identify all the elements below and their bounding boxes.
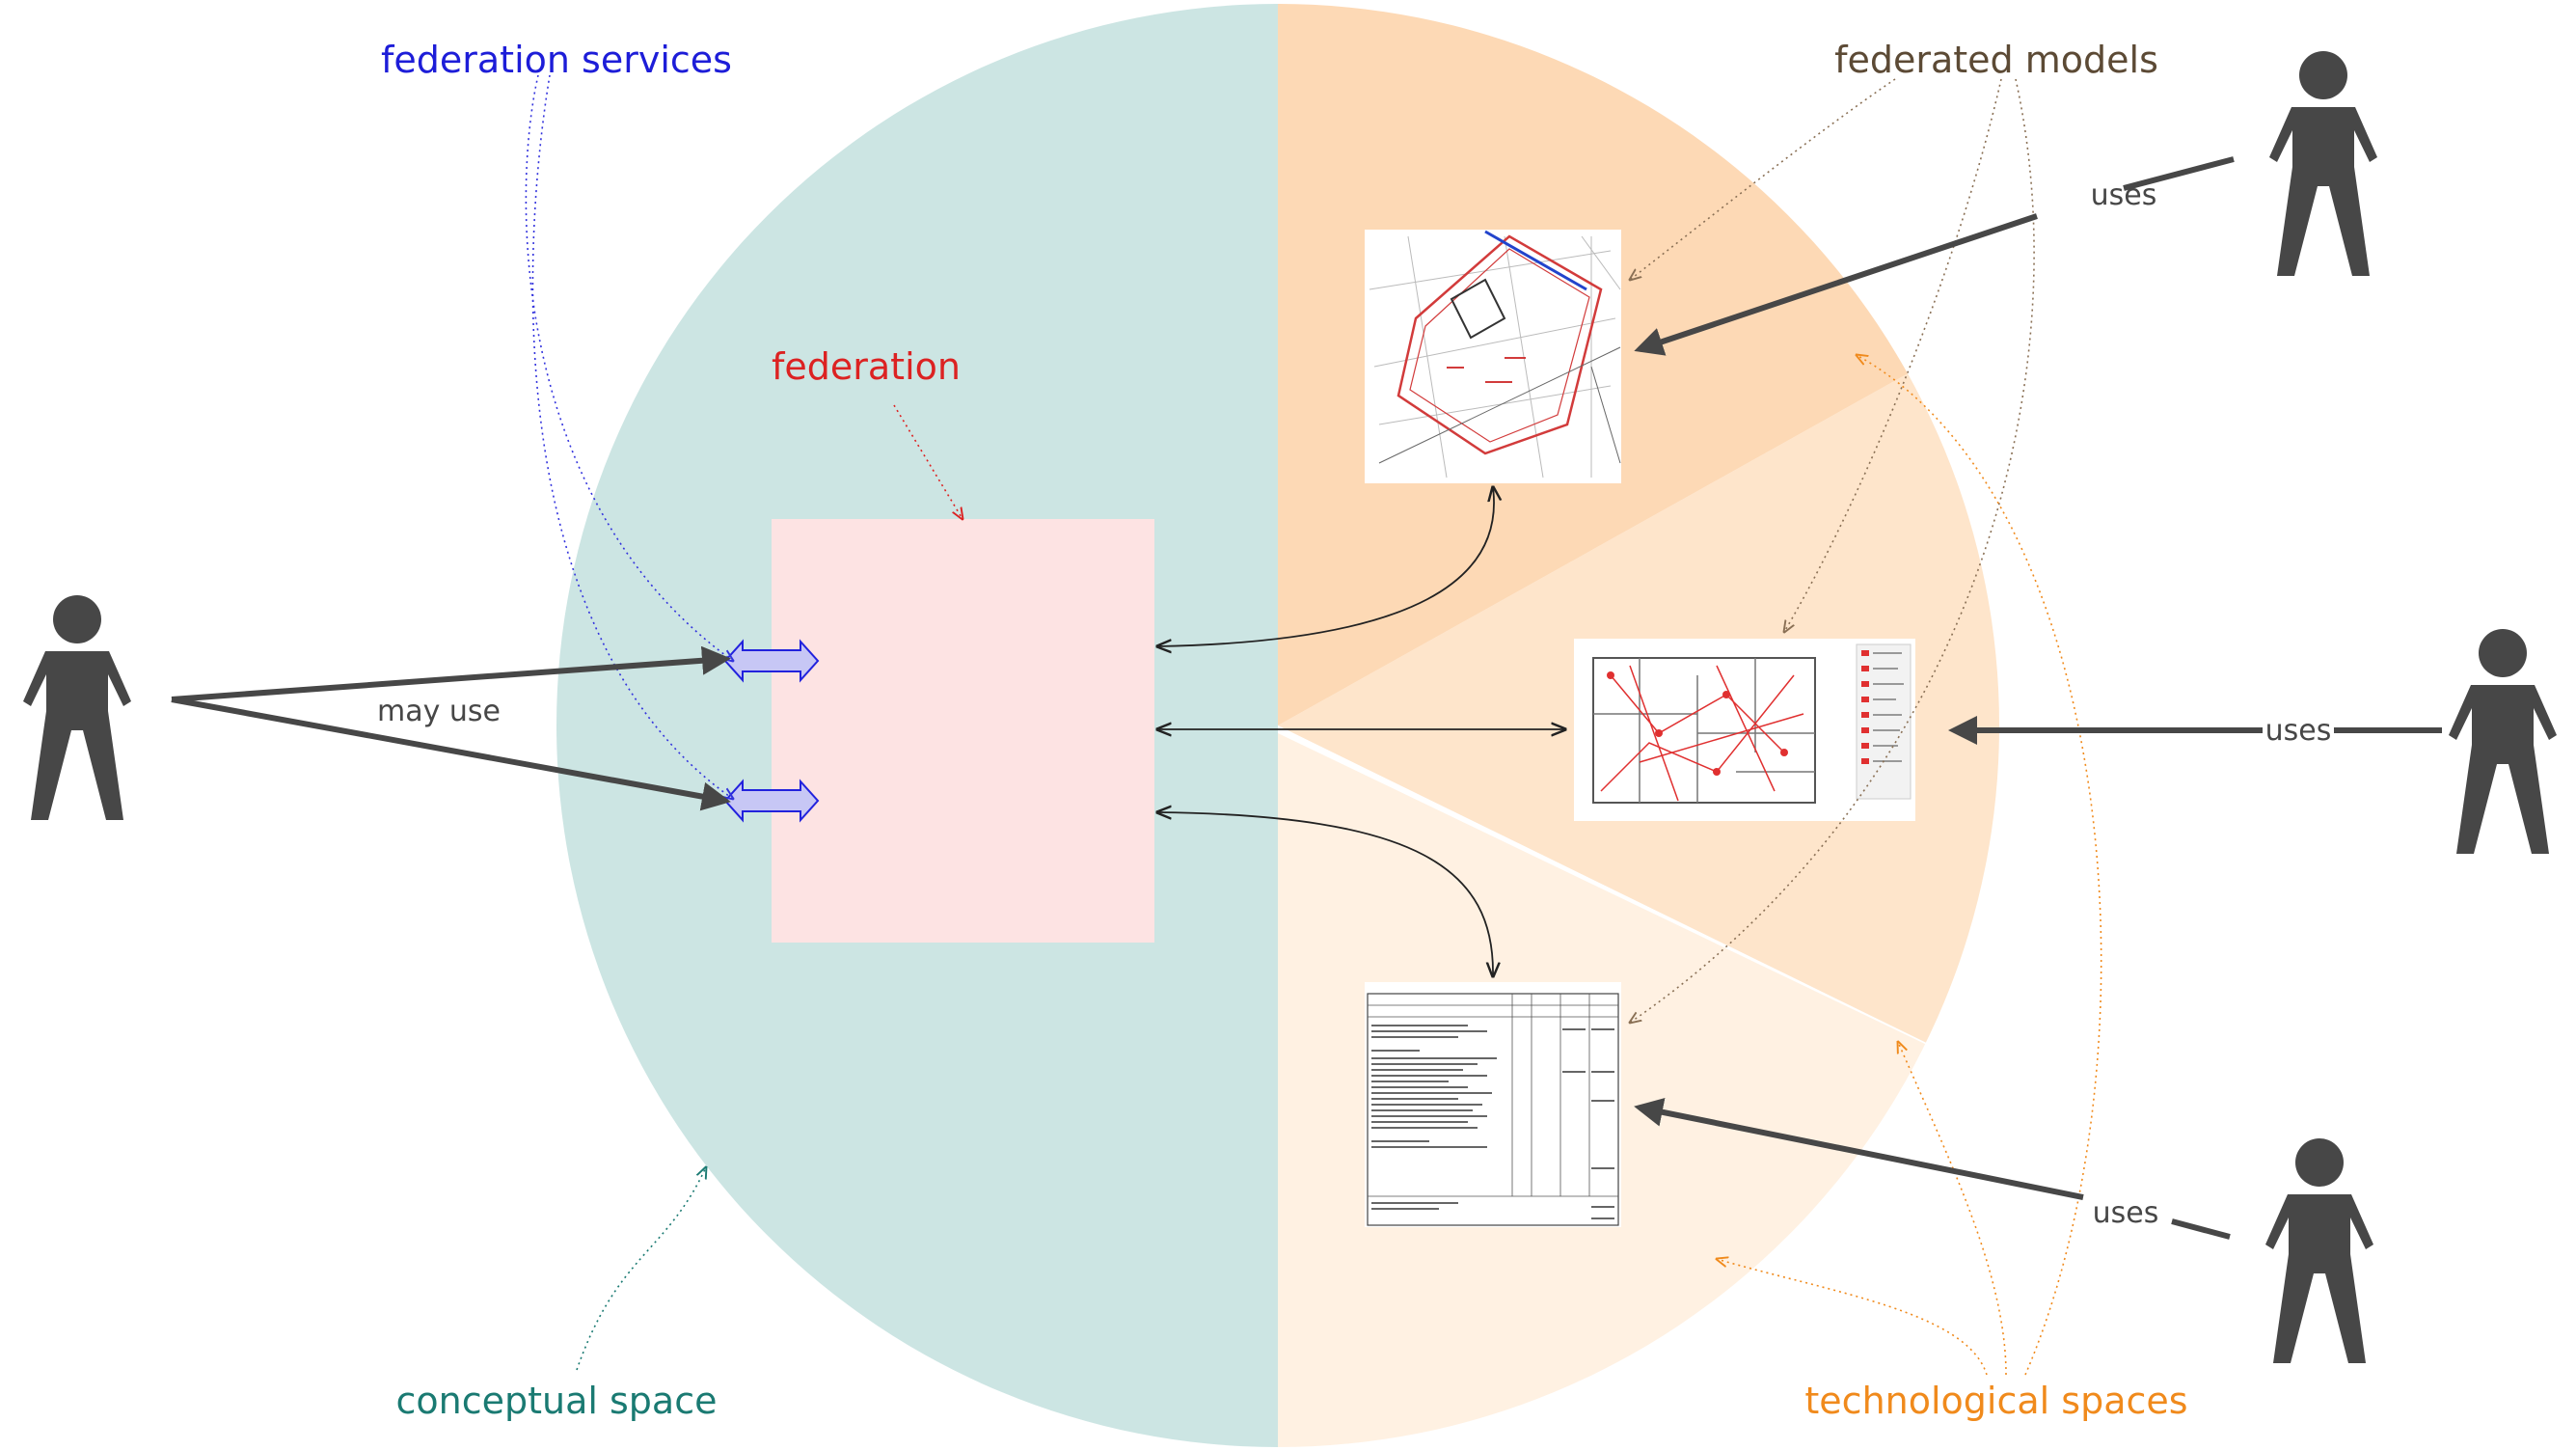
cost-estimate-document[interactable]: [1365, 982, 1621, 1227]
federated-models-pointer: [1630, 78, 1896, 280]
federated-models-label: federated models: [1834, 39, 2158, 81]
double-arrow-icon[interactable]: [723, 639, 820, 683]
technological-spaces-pointer: [1717, 1259, 1988, 1376]
technological-spaces-label: technological spaces: [1804, 1380, 2187, 1422]
uses-label-middle: uses: [2265, 714, 2332, 748]
federation-services-label: federation services: [381, 39, 732, 81]
technological-spaces-pointer: [1898, 1042, 2007, 1376]
uses-label-top: uses: [2091, 178, 2157, 212]
federation-label: federation: [772, 345, 961, 388]
may-use-label: may use: [377, 695, 501, 728]
federation-pointer: [893, 404, 963, 519]
federation-box: [772, 519, 1154, 943]
floor-plan-document[interactable]: [1574, 639, 1915, 821]
person-icon: [23, 595, 131, 820]
uses-arrow-bottom: [1634, 1098, 2231, 1240]
person-icon: [2449, 629, 2557, 854]
conceptual-space-pointer: [576, 1167, 706, 1371]
person-icon: [2269, 51, 2377, 276]
site-plan-document[interactable]: [1365, 230, 1621, 483]
technological-spaces-pointer: [1857, 355, 2102, 1376]
double-arrow-icon[interactable]: [723, 779, 820, 823]
conceptual-space-label: conceptual space: [395, 1380, 717, 1422]
uses-arrow-top: [1634, 156, 2235, 356]
may-use-arrows: [171, 645, 731, 811]
connector-cost-estimate: [1157, 812, 1493, 976]
connector-site-plan: [1157, 487, 1494, 646]
federated-models-pointer: [1784, 78, 2002, 632]
uses-label-bottom: uses: [2093, 1196, 2159, 1230]
person-icon: [2265, 1138, 2373, 1363]
federation-services-pointer: [525, 74, 733, 661]
